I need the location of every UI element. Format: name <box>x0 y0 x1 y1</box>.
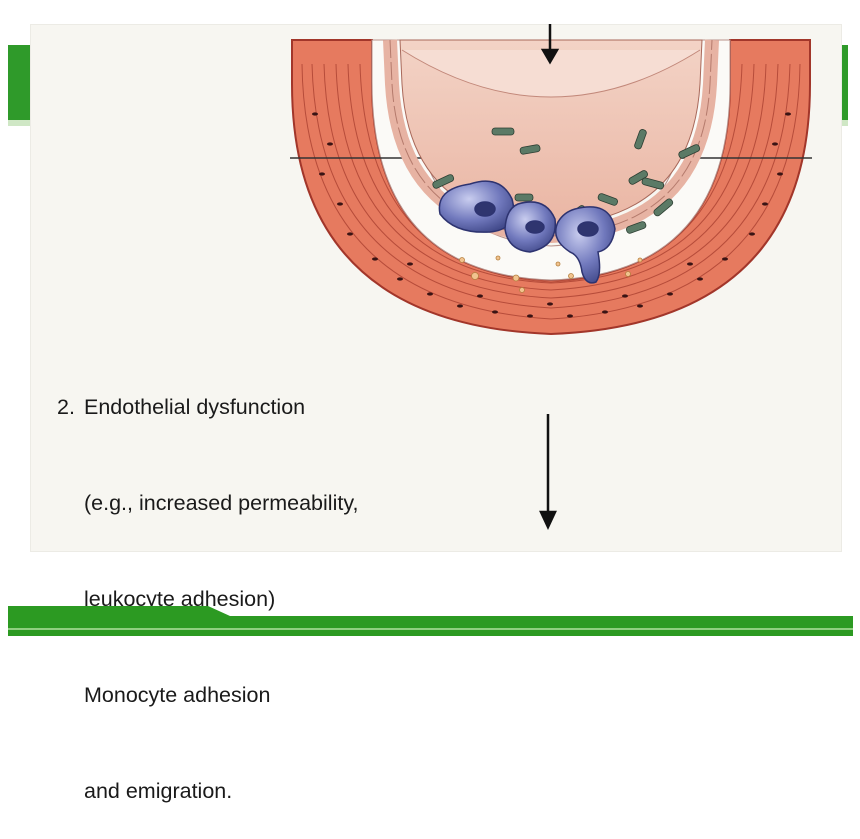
diagram-panel <box>30 24 842 552</box>
platelets <box>432 127 701 234</box>
smooth-muscle-texture <box>301 63 801 320</box>
muscle-nuclei <box>312 112 791 318</box>
caption-line-4: Monocyte adhesion <box>84 683 271 707</box>
caption-text: 2.Endothelial dysfunction (e.g., increas… <box>57 327 358 839</box>
footer-band-shape <box>8 606 853 636</box>
caption-line-2: (e.g., increased permeability, <box>84 491 359 515</box>
lipid-particles <box>459 255 643 293</box>
artery-diagram <box>290 24 812 530</box>
footer-band <box>8 606 853 639</box>
caption-line-1: 2.Endothelial dysfunction <box>57 391 358 423</box>
monocytes <box>438 180 616 284</box>
arrow-top <box>540 24 560 65</box>
step-number: 2. <box>57 395 75 419</box>
caption-line-3: leukocyte adhesion) <box>84 587 276 611</box>
caption-line-5: and emigration. <box>84 779 233 803</box>
lumen-curve <box>401 49 701 98</box>
arrow-bottom <box>539 414 557 530</box>
